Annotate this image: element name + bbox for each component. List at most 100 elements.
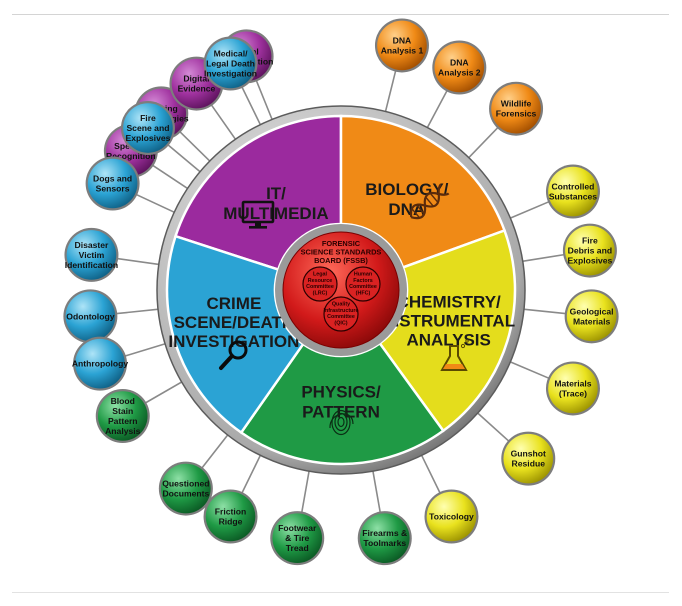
bubble-fill [272, 513, 323, 563]
subcommittee-label: Explosives [567, 256, 612, 266]
dna-helix-icon [409, 183, 450, 220]
fssb-circle[interactable] [282, 231, 400, 349]
bubble-fill [434, 42, 485, 93]
committee-label: Factors [353, 278, 372, 284]
connector-line [134, 193, 177, 214]
subcommittee-firearms-toolmarks[interactable]: Firearms &Toolmarks [357, 511, 412, 566]
bubble-fill [65, 291, 116, 342]
sector-title: SCENE/DEATH [174, 313, 295, 332]
subcommittee-label: Medical/ [214, 49, 249, 59]
subcommittee-label: Debris and [568, 246, 612, 256]
subcommittee-bubbles: SpeakerRecognitionImagingTechnologiesDig… [63, 18, 619, 566]
connector-line [466, 126, 500, 160]
subcommittee-anthropology[interactable]: Anthropology [72, 336, 129, 391]
subcommittee-label: Fire [582, 236, 598, 246]
subcommittee-label: Substances [549, 192, 597, 202]
bubble-fill [123, 103, 173, 153]
connector-line [425, 89, 449, 130]
subcommittee-materials-trace[interactable]: Materials(Trace) [545, 361, 600, 416]
subcommittee-label: Forensics [496, 109, 537, 119]
bubble-fill [491, 83, 541, 134]
subcommittee-label: Digital [183, 74, 209, 84]
subcommittee-label: Gunshot [511, 449, 546, 459]
connector-line [240, 453, 262, 495]
bubble-fill [548, 363, 598, 414]
subcommittee-label: Pattern [108, 416, 138, 426]
subcommittee-label: Odontology [66, 311, 114, 321]
connector-line [371, 469, 382, 514]
connector-line [115, 308, 161, 315]
bottom-divider [12, 592, 669, 593]
subcommittee-label: Dogs and [93, 174, 132, 184]
connector-line [210, 103, 238, 142]
subcommittee-label: Disaster [74, 240, 109, 250]
connector-line [144, 380, 184, 405]
subcommittee-odontology[interactable]: Odontology [63, 289, 118, 344]
committee-circle [345, 266, 381, 302]
subcommittee-label: Anthropology [72, 359, 129, 369]
subcommittee-label: Ridge [219, 516, 243, 526]
connector-line [200, 432, 230, 470]
connector-line [178, 130, 212, 164]
subcommittee-label: Questioned [162, 479, 209, 489]
subcommittee-label: Materials [554, 378, 591, 388]
connector-line [508, 200, 551, 220]
subcommittee-label: Controlled [551, 182, 594, 192]
connector-line [475, 411, 511, 443]
subcommittee-label: Wildlife [501, 99, 532, 109]
subcommittee-toxicology[interactable]: Toxicology [424, 489, 479, 544]
subcommittee-label: DNA [450, 57, 469, 67]
connector-line [300, 469, 311, 514]
committee-label: Quality [332, 301, 350, 307]
committee-label: Committee [306, 284, 334, 290]
connector-line [520, 253, 566, 263]
fingerprint-icon [329, 409, 354, 436]
subcommittee-label: Fire [140, 113, 156, 123]
subcommittee-label: Scene and [126, 123, 169, 133]
connector-line [508, 360, 551, 380]
bubble-fill [97, 391, 148, 441]
bubble-fill [75, 338, 125, 389]
sector-title: PATTERN [302, 403, 380, 422]
sector-title: MULTIMEDIA [223, 204, 328, 223]
sector-title: CRIME [207, 294, 262, 313]
connector-line [384, 69, 397, 114]
bubble-fill [205, 38, 256, 89]
sector-title: INSTRUMENTAL [382, 311, 515, 330]
subcommittee-label: Sensors [96, 184, 130, 194]
bubble-fill [548, 166, 598, 217]
subcommittee-label: Firearms & [362, 528, 407, 538]
committee-circle [323, 296, 359, 332]
subcommittee-label: Documents [162, 489, 209, 499]
committee-label: Legal [313, 271, 328, 277]
committee-label: Committee [349, 284, 377, 290]
bubble-fill [87, 158, 138, 209]
bubble-fill [426, 491, 477, 542]
committee-label: Infrastructure [323, 308, 358, 314]
sector-title: ANALYSIS [406, 330, 490, 349]
subcommittee-label: Materials [573, 316, 610, 326]
subcommittee-label: & Tire [285, 533, 309, 543]
subcommittee-label: Stain [112, 406, 133, 416]
committee-circle [302, 266, 338, 302]
